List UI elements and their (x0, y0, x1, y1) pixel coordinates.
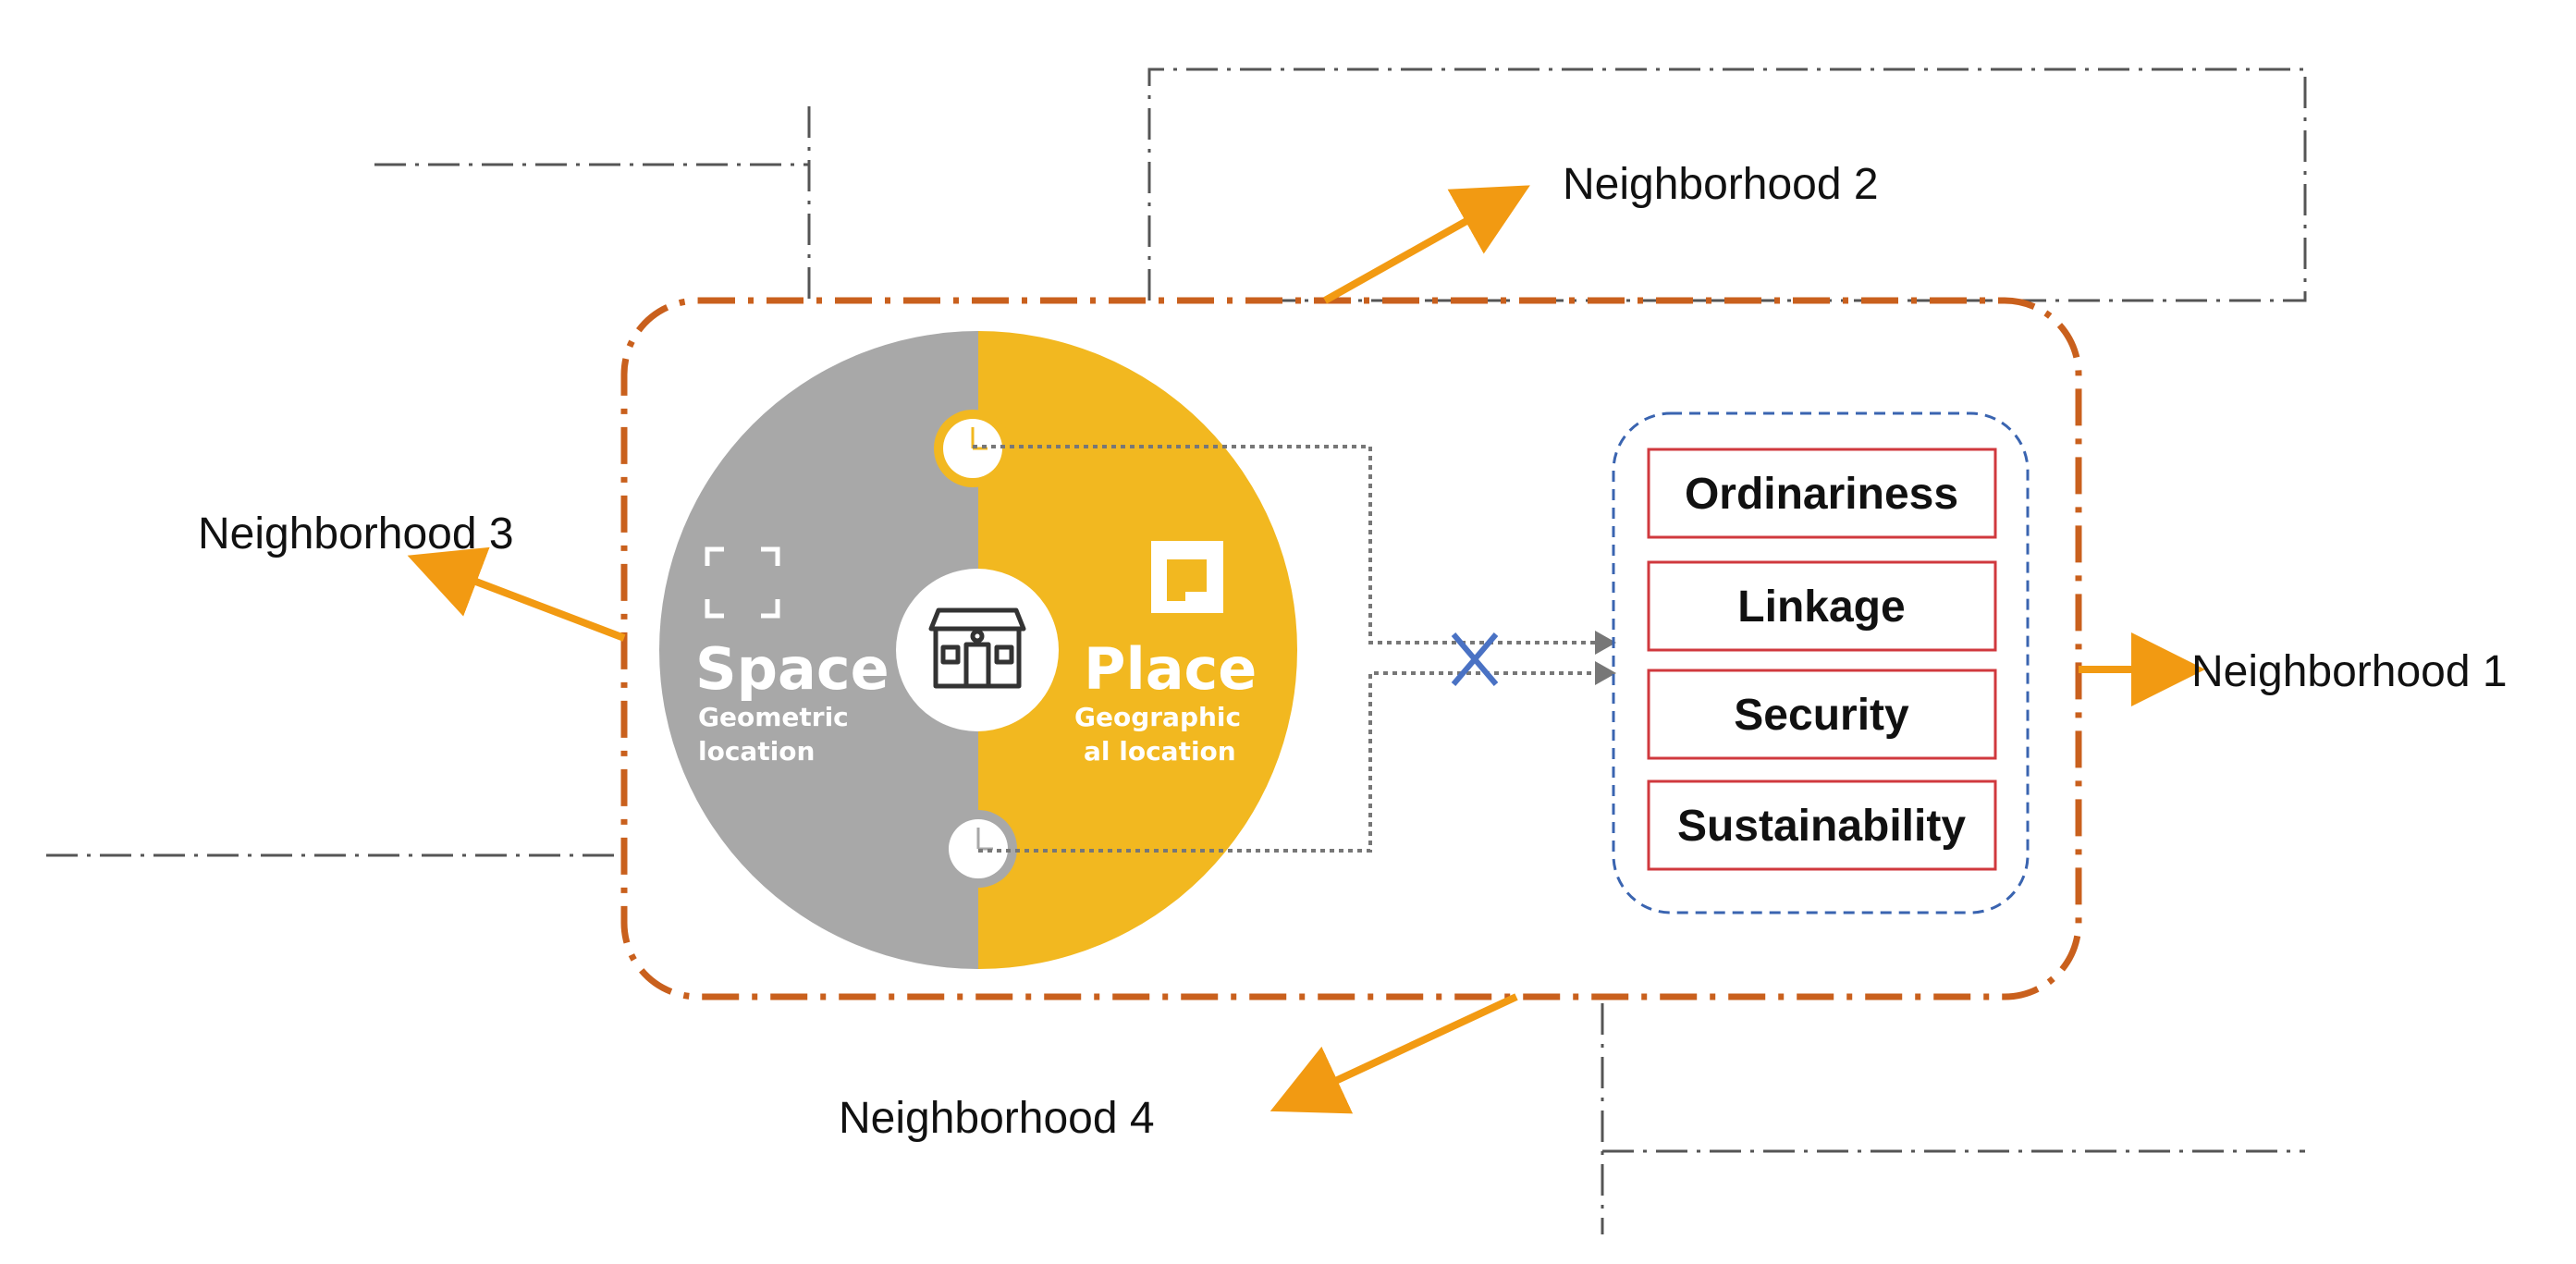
cross-icon (1451, 632, 1499, 686)
neighborhood-1-label: Neighborhood 1 (2191, 647, 2508, 696)
neighborhood-4-label: Neighborhood 4 (839, 1094, 1155, 1143)
space-subtitle-line2: location (698, 736, 815, 767)
quality-label: Sustainability (1677, 802, 1966, 851)
quality-box-sustainability: Sustainability (1647, 779, 1997, 871)
place-title: Place (1084, 635, 1257, 703)
space-subtitle-line1: Geometric (698, 702, 849, 732)
neighborhood-arrows (407, 185, 2205, 1114)
quality-box-linkage: Linkage (1647, 560, 1997, 652)
quality-box-ordinariness: Ordinariness (1647, 448, 1997, 539)
arrow-to-neighborhood-4 (1270, 993, 1518, 1114)
neighborhood-2-label: Neighborhood 2 (1563, 160, 1879, 209)
building-icon (928, 607, 1026, 689)
folded-square-icon (1151, 541, 1223, 613)
quality-label: Security (1734, 691, 1909, 740)
place-subtitle-line1: Geographic (1074, 702, 1241, 732)
quality-box-security: Security (1647, 669, 1997, 760)
arrow-to-neighborhood-3 (407, 546, 626, 642)
arrow-to-neighborhood-2 (1323, 185, 1530, 304)
neighborhood-3-label: Neighborhood 3 (198, 509, 514, 558)
qualities-group (1612, 411, 2030, 914)
place-subtitle-line2: al location (1084, 736, 1236, 767)
neighborhood-boundary-lines (46, 67, 2307, 1234)
frame-corners-icon (705, 546, 780, 619)
space-title: Space (695, 635, 889, 703)
main-neighborhood-boundary (620, 297, 2082, 1000)
quality-label: Ordinariness (1685, 470, 1958, 519)
center-node (896, 569, 1059, 731)
quality-label: Linkage (1737, 583, 1905, 632)
connector-arrowheads (1595, 631, 1616, 685)
connector-top (973, 445, 1600, 644)
